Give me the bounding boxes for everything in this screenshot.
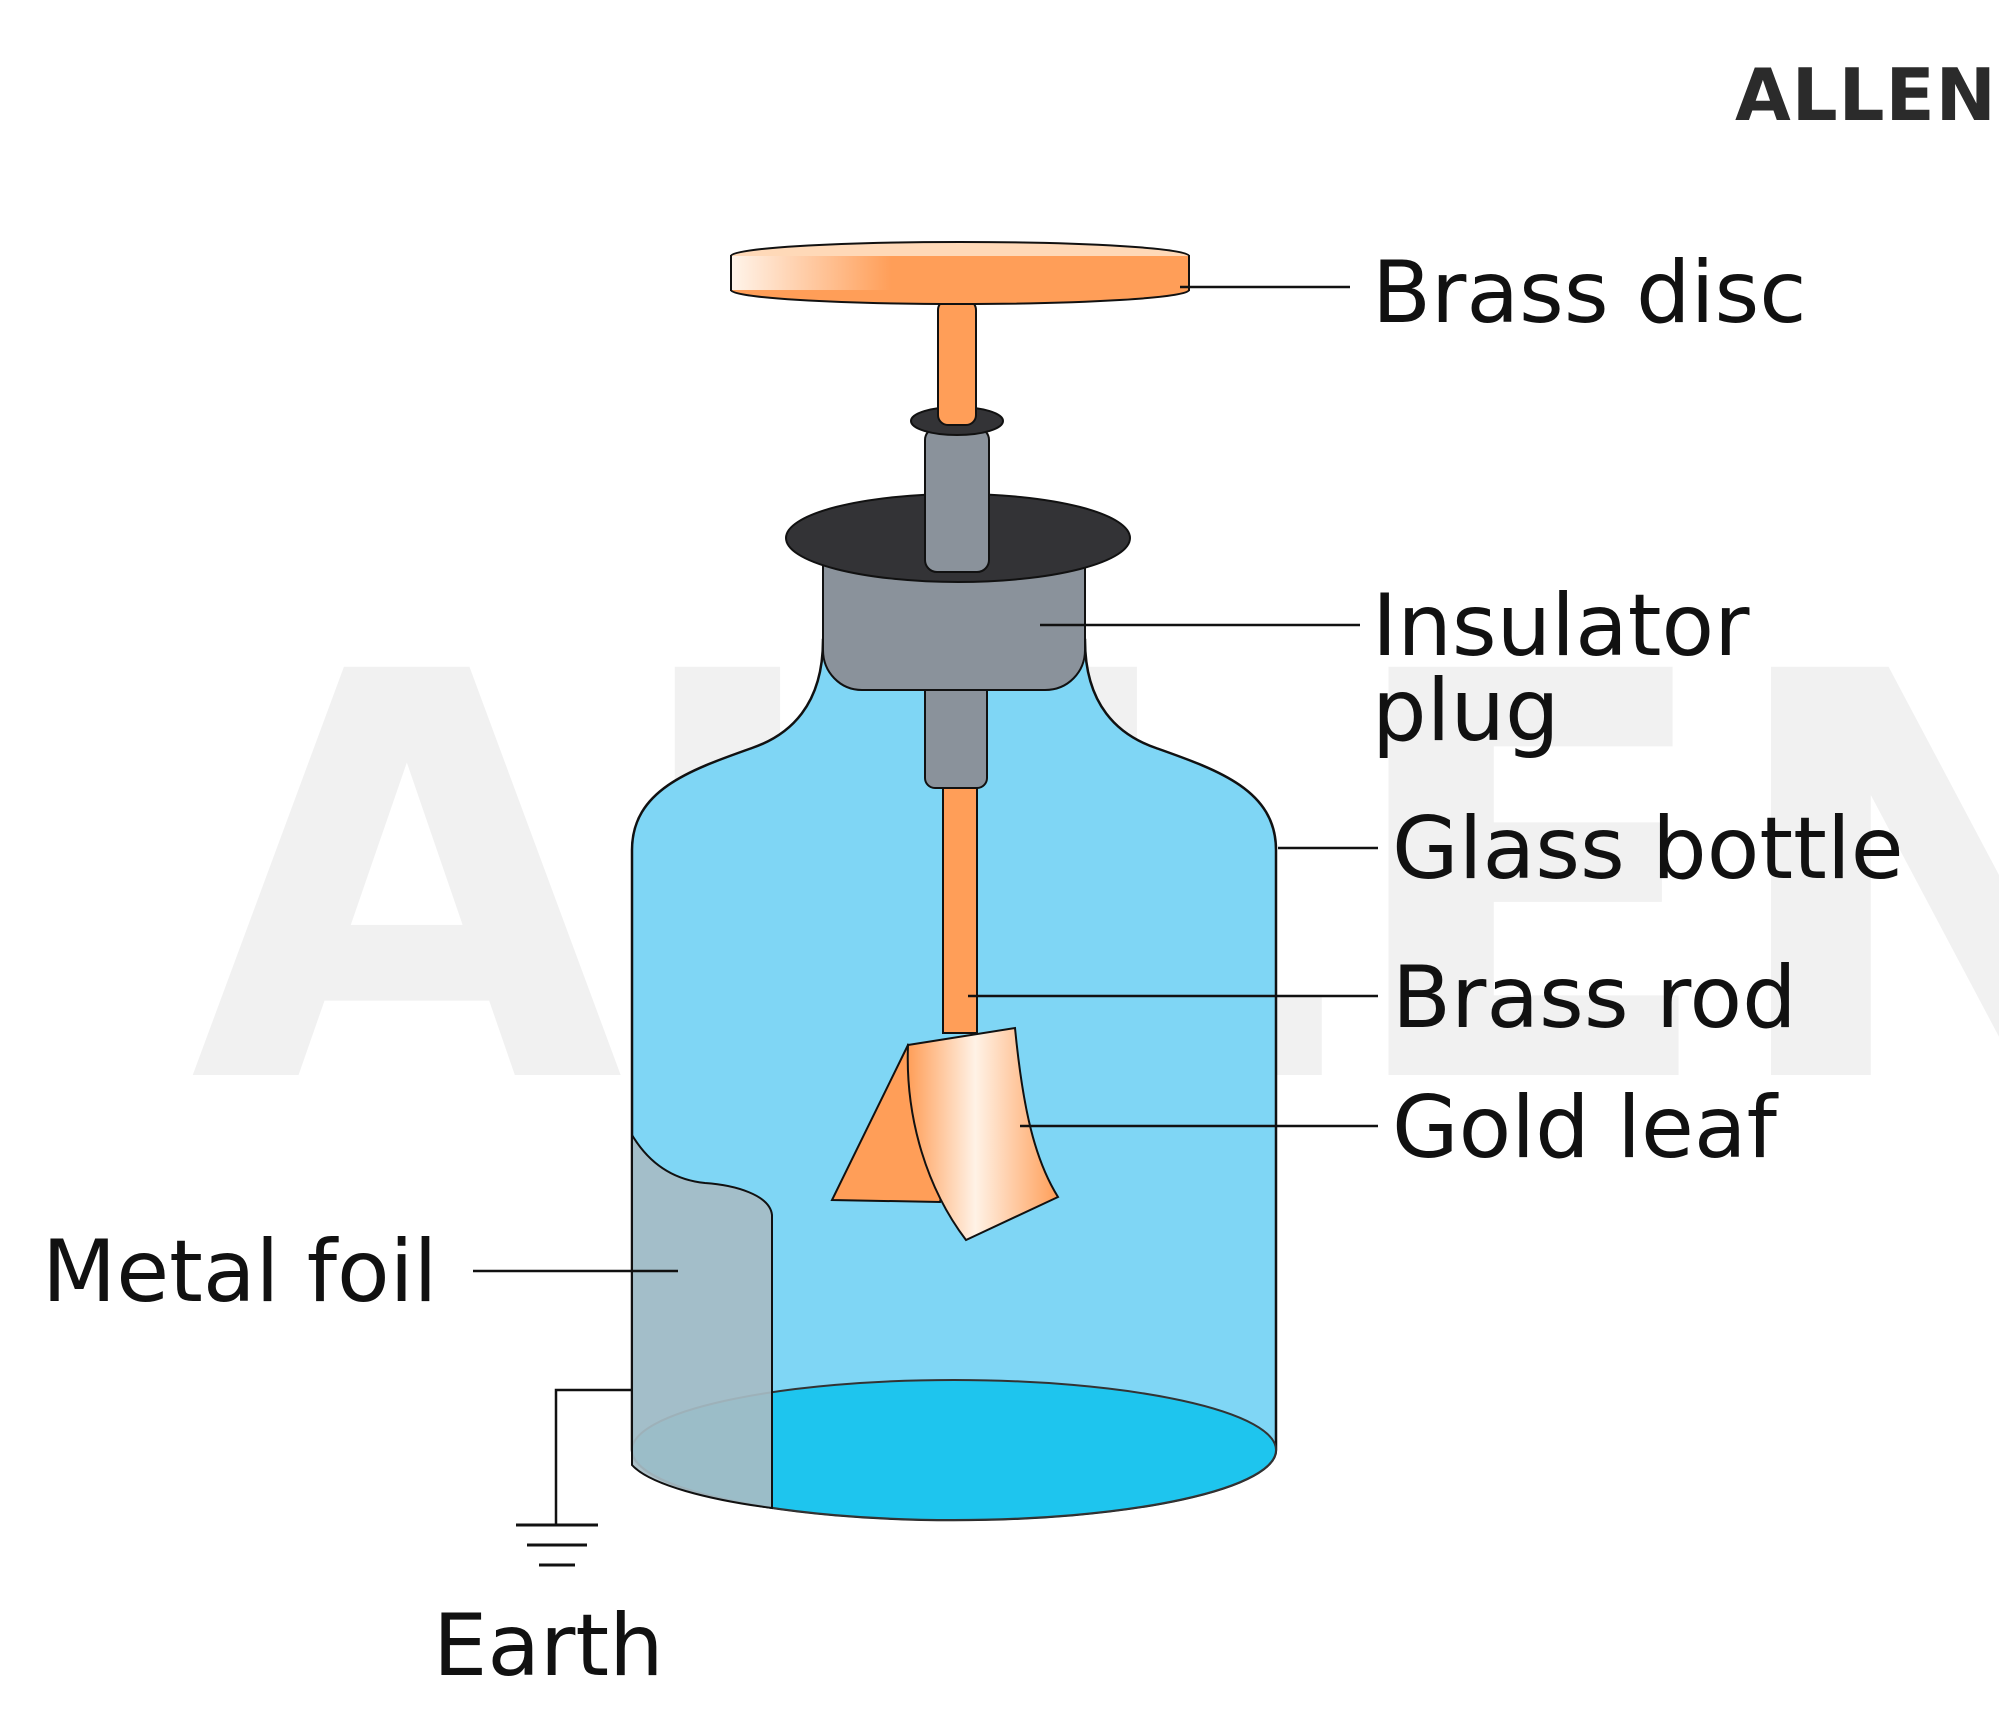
label-brass-disc: Brass disc: [1372, 243, 1807, 343]
insulator-stem: [924, 679, 988, 789]
gold-leaf-right: [906, 1026, 1060, 1242]
brand-logo: ALLEN: [1735, 53, 1997, 137]
label-gold-leaf: Gold leaf: [1392, 1078, 1779, 1178]
insulator-sleeve: [924, 427, 990, 573]
brass-disc-face: [732, 256, 1188, 290]
label-insulator-plug-line2: plug: [1372, 661, 1560, 761]
label-glass-bottle: Glass bottle: [1392, 799, 1904, 899]
brass-rod: [942, 787, 978, 1034]
earth-wire: [554, 1388, 632, 1525]
label-earth: Earth: [433, 1596, 664, 1696]
label-metal-foil: Metal foil: [42, 1222, 437, 1322]
insulator-plug: [822, 559, 1086, 691]
label-brass-rod: Brass rod: [1392, 948, 1797, 1048]
label-insulator-plug-line1: Insulator: [1372, 576, 1750, 676]
brass-rod-top: [937, 299, 977, 426]
metal-foil: [631, 1131, 773, 1510]
